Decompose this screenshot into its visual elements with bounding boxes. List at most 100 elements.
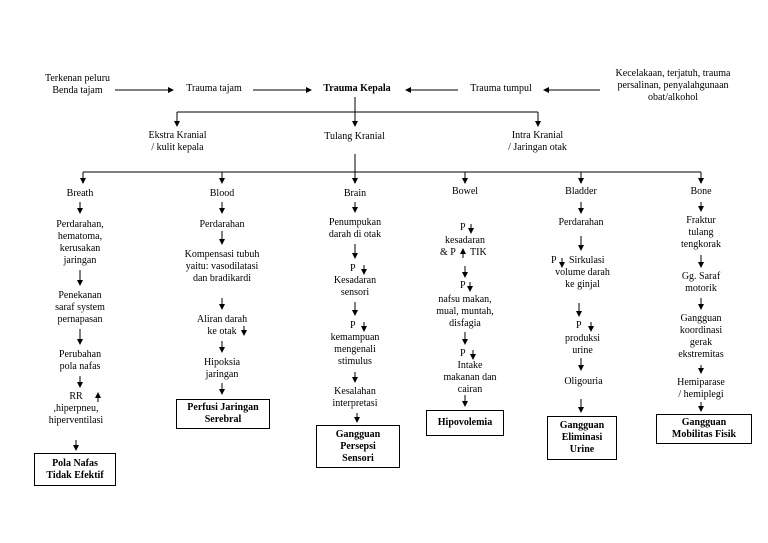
arrowhead-icon	[168, 87, 174, 93]
arrowhead-icon	[578, 365, 584, 371]
arrowhead-icon	[306, 87, 312, 93]
bladder-title: Bladder	[565, 186, 597, 197]
arrowhead-icon	[77, 208, 83, 214]
bladder-step-4: Oligouria	[564, 376, 603, 387]
arrowhead-icon	[462, 178, 468, 184]
arrowhead-icon	[462, 401, 468, 407]
arrowhead-icon	[77, 382, 83, 388]
arrowhead-icon	[467, 286, 473, 292]
arrowhead-icon	[578, 178, 584, 184]
arrowhead-icon	[698, 206, 704, 212]
arrowhead-icon	[174, 121, 180, 127]
arrowhead-icon	[559, 262, 565, 268]
cause-sharp-text: Terkenan peluru Benda tajam	[44, 73, 111, 96]
breath-step-3: Perubahan pola nafas	[58, 349, 102, 372]
bladder-diagnosis-box: Gangguan Eliminasi Urine	[547, 416, 617, 460]
arrowhead-icon	[352, 253, 358, 259]
brain-step-2-prefix: P	[350, 263, 356, 274]
bone-diagnosis-box: Gangguan Mobilitas Fisik	[656, 414, 752, 444]
arrowhead-icon	[578, 208, 584, 214]
blood-diagnosis-box: Perfusi Jaringan Serebral	[176, 399, 270, 429]
tulang-kranial-label: Tulang Kranial	[324, 131, 385, 142]
bone-step-2: Gg. Saraf motorik	[681, 271, 721, 294]
arrowhead-icon	[578, 407, 584, 413]
bowel-step-1-prefix: P	[460, 222, 466, 233]
cause-blunt-text: Kecelakaan, terjatuh, trauma persalinan,…	[615, 68, 731, 103]
arrowhead-icon	[219, 178, 225, 184]
blood-step-2: Kompensasi tubuh yaitu: vasodilatasi dan…	[184, 249, 260, 284]
arrowhead-icon	[80, 178, 86, 184]
arrowhead-icon	[576, 311, 582, 317]
arrowhead-icon	[219, 389, 225, 395]
arrowhead-icon	[241, 330, 247, 336]
bladder-step-3: produksi urine	[565, 333, 600, 356]
arrowhead-icon	[543, 87, 549, 93]
bowel-diagnosis-box: Hipovolemia	[426, 410, 504, 436]
arrowhead-icon	[73, 445, 79, 451]
breath-step-2: Penekanan saraf system pernapasan	[55, 290, 105, 325]
arrowhead-icon	[352, 207, 358, 213]
arrowhead-icon	[219, 239, 225, 245]
arrowhead-icon	[698, 368, 704, 374]
bowel-step-1: kesadaran	[445, 235, 485, 246]
blood-step-3: Aliran darah ke otak	[196, 314, 248, 337]
bladder-step-3-prefix: P	[576, 320, 582, 331]
bone-title: Bone	[690, 186, 712, 197]
blood-title: Blood	[209, 188, 235, 199]
arrowhead-icon	[361, 269, 367, 275]
arrowhead-icon	[698, 304, 704, 310]
trauma-tajam-label: Trauma tajam	[186, 83, 242, 94]
arrowhead-icon	[535, 121, 541, 127]
arrowhead-icon	[352, 377, 358, 383]
arrowhead-icon	[698, 178, 704, 184]
bowel-step-1-and: & P	[440, 247, 456, 258]
brain-step-1: Penumpukan darah di otak	[328, 217, 382, 240]
bowel-step-2-prefix: P	[460, 280, 466, 291]
arrowhead-icon	[470, 354, 476, 360]
arrowhead-icon	[219, 347, 225, 353]
blood-step-4: Hipoksia jaringan	[203, 357, 241, 380]
arrowhead-icon	[460, 248, 466, 254]
bladder-step-1: Perdarahan	[558, 217, 604, 228]
trauma-kepala-label: Trauma Kepala	[323, 83, 391, 94]
arrowhead-icon	[698, 262, 704, 268]
bowel-step-3-prefix: P	[460, 348, 466, 359]
breath-title: Breath	[66, 188, 94, 199]
arrowhead-icon	[354, 417, 360, 423]
arrowhead-icon	[405, 87, 411, 93]
bladder-step-2: volume darah ke ginjal	[555, 267, 610, 290]
intra-kranial-label: Intra Kranial / Jaringan otak	[508, 130, 567, 153]
bone-step-1: Fraktur tulang tengkorak	[681, 215, 721, 250]
blood-step-1: Perdarahan	[199, 219, 245, 230]
brain-step-2: Kesadaran sensori	[333, 275, 377, 298]
brain-title: Brain	[343, 188, 367, 199]
arrowhead-icon	[361, 326, 367, 332]
bowel-step-3: Intake makanan dan cairan	[443, 360, 497, 395]
arrowhead-icon	[77, 339, 83, 345]
arrowhead-icon	[95, 392, 101, 398]
arrowhead-icon	[698, 406, 704, 412]
arrowhead-icon	[588, 326, 594, 332]
brain-step-4: Kesalahan interpretasi	[332, 386, 378, 409]
arrowhead-icon	[219, 208, 225, 214]
arrowhead-icon	[462, 339, 468, 345]
bowel-step-1-tik: TIK	[470, 247, 487, 258]
bladder-step-2-prefix: P	[551, 255, 557, 266]
arrowhead-icon	[77, 280, 83, 286]
arrowhead-icon	[219, 304, 225, 310]
bone-step-3: Gangguan koordinasi gerak ekstremitas	[678, 313, 724, 360]
bone-step-4: Hemiparase / hemiplegi	[677, 377, 725, 400]
breath-step-4: RR ,hiperpneu, hiperventilasi	[48, 391, 104, 426]
bowel-step-2: nafsu makan, mual, muntah, disfagia	[436, 294, 494, 329]
bowel-title: Bowel	[451, 186, 479, 197]
brain-step-3: kemampuan mengenali stimulus	[330, 332, 380, 367]
arrowhead-icon	[352, 178, 358, 184]
arrowhead-icon	[462, 272, 468, 278]
breath-diagnosis-box: Pola Nafas Tidak Efektif	[34, 453, 116, 486]
breath-step-1: Perdarahan, hematoma, kerusakan jaringan	[56, 219, 104, 266]
arrowhead-icon	[468, 228, 474, 234]
bladder-step-2-head: Sirkulasi	[569, 255, 605, 266]
ekstra-kranial-label: Ekstra Kranial / kulit kepala	[148, 130, 207, 153]
